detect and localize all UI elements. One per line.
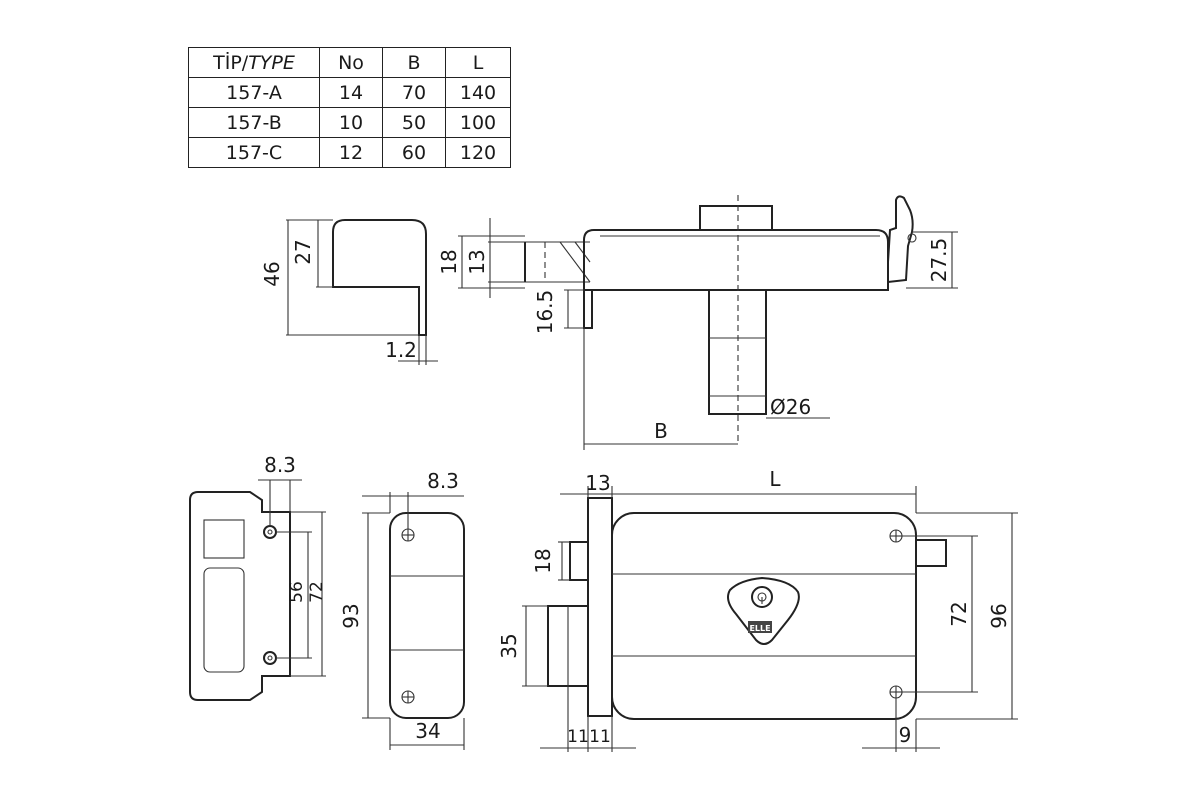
table-row: 157-A 14 70 140	[188, 77, 511, 108]
front-dimension-lines	[522, 486, 1018, 752]
dim-keeper-offset: 8.3	[427, 469, 459, 493]
lock-top-view	[458, 195, 958, 450]
dim-front-edge: 9	[899, 723, 912, 747]
no-cell: 10	[319, 107, 383, 138]
spec-table: TİP/TYPE No B L 157-A 14 70 140 157-B 10…	[188, 47, 511, 168]
brand-logo	[748, 621, 772, 633]
l-cell: 120	[445, 137, 511, 168]
table-row: 157-C 12 60 120	[188, 137, 511, 168]
dim-bolt-inner: 13	[465, 249, 489, 274]
type-cell: 157-A	[188, 77, 320, 108]
no-cell: 12	[319, 137, 383, 168]
dim-cylinder-diameter: Ø26	[770, 395, 811, 419]
brand-logo-text: ELLE	[749, 624, 770, 633]
l-column-header: L	[445, 47, 511, 78]
no-cell: 14	[319, 77, 383, 108]
dim-strike-cap: 27	[291, 239, 315, 264]
type-cell: 157-C	[188, 137, 320, 168]
dim-keeper-width: 34	[415, 719, 440, 743]
strike-plate-view	[189, 479, 326, 701]
dim-plate-offset: 8.3	[264, 453, 296, 477]
no-column-header: No	[319, 47, 383, 78]
dim-plate-height: 72	[307, 581, 327, 603]
dim-front-gap-b: 11	[589, 727, 611, 747]
dim-front-bolt: 35	[497, 633, 521, 658]
lock-front-view	[547, 497, 947, 720]
dim-front-gap-a: 11	[567, 727, 589, 747]
dim-keeper-height: 93	[339, 603, 363, 628]
b-column-header: B	[382, 47, 446, 78]
dim-strike-thickness: 1.2	[385, 338, 417, 362]
dim-hole-spacing: 56	[287, 581, 307, 603]
strike-side-view	[286, 219, 438, 365]
table-header-row: TİP/TYPE No B L	[188, 47, 511, 78]
table-row: 157-B 10 50 100	[188, 107, 511, 138]
dim-right-height: 27.5	[927, 238, 951, 283]
l-cell: 140	[445, 77, 511, 108]
dim-l: L	[769, 467, 781, 491]
dim-front-latch: 18	[531, 548, 555, 573]
dim-strike-height: 46	[260, 261, 284, 286]
type-column-header: TİP/TYPE	[188, 47, 320, 78]
dim-front-hole-spacing: 72	[947, 601, 971, 626]
keeper-view	[362, 492, 465, 750]
type-cell: 157-B	[188, 107, 320, 138]
dim-bolt-offset: 16.5	[533, 290, 557, 335]
dim-bolt-outer: 18	[437, 249, 461, 274]
dim-front-height: 96	[987, 603, 1011, 628]
dim-front-flange: 13	[585, 471, 610, 495]
l-cell: 100	[445, 107, 511, 138]
b-cell: 70	[382, 77, 446, 108]
b-cell: 60	[382, 137, 446, 168]
dim-b: B	[654, 419, 668, 443]
